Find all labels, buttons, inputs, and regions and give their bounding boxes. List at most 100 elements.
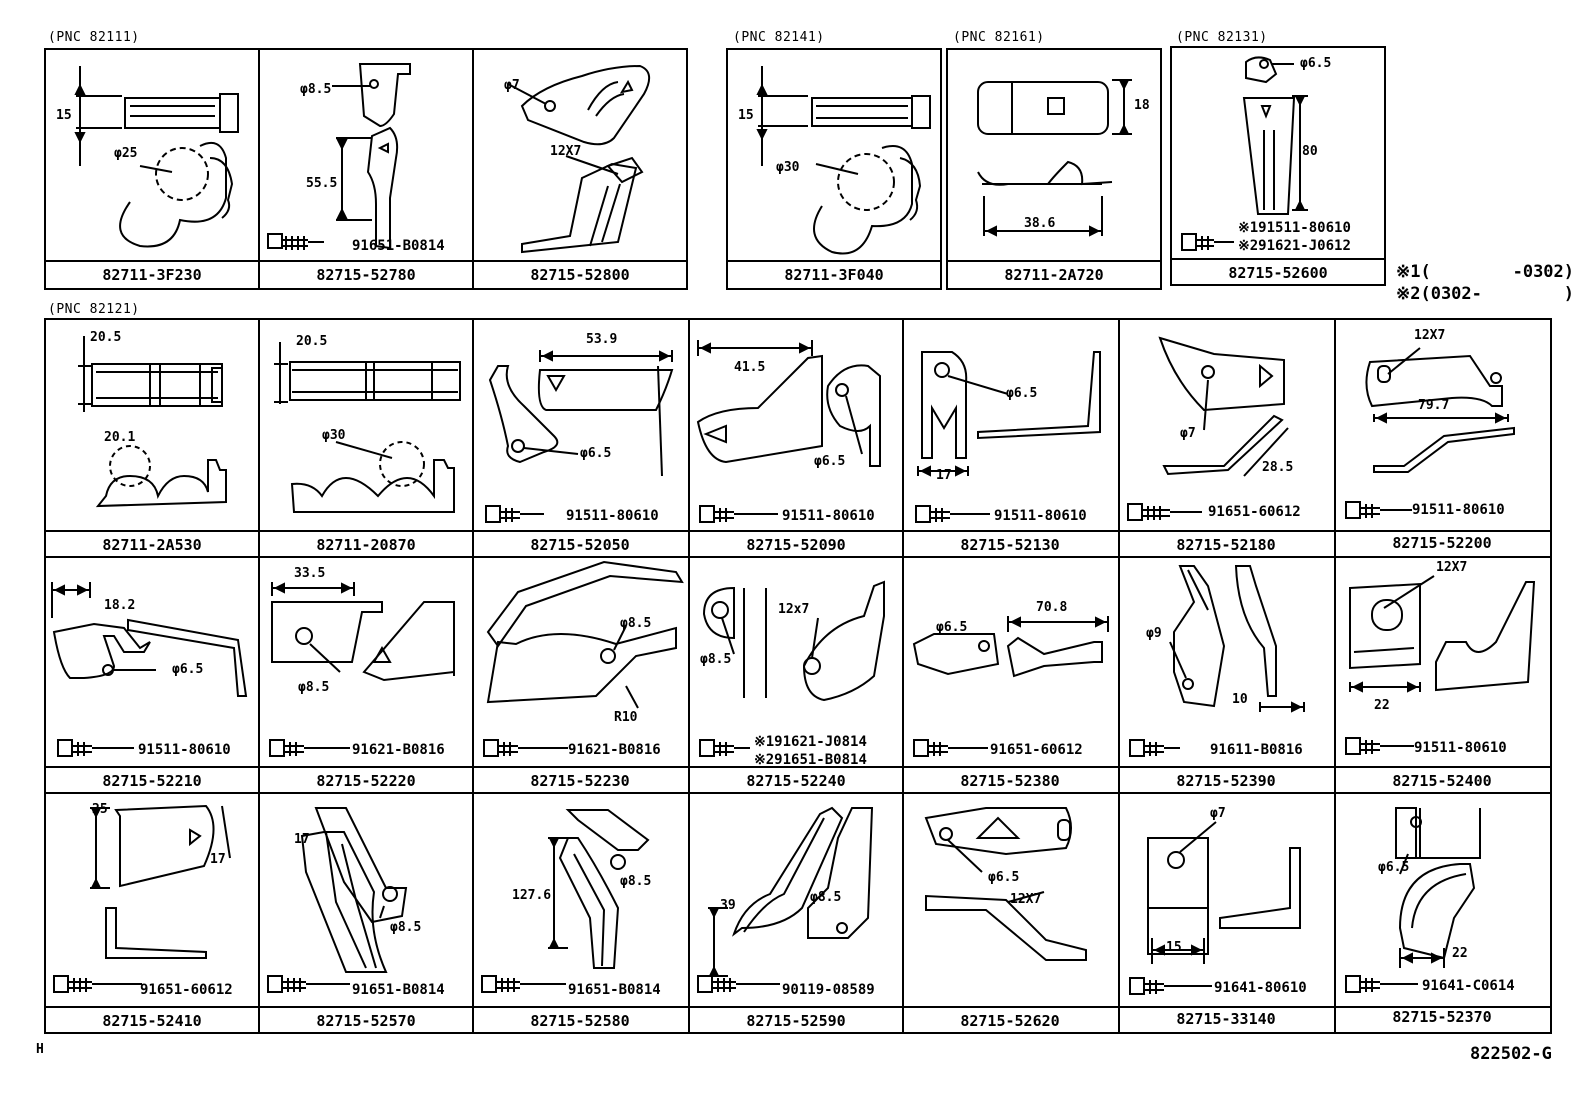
panel-82141	[726, 48, 942, 290]
group-label-82131: (PNC 82131)	[1176, 30, 1268, 45]
dim-label: 12X7	[550, 144, 582, 159]
dim-label: φ6.5	[936, 620, 968, 635]
bracket-drawing	[267, 63, 411, 250]
note-2: ※2(0302- )	[1396, 284, 1575, 304]
dim-label: φ7	[1180, 426, 1196, 441]
part-number: 82711-3F040	[784, 266, 884, 284]
panel-82161	[946, 48, 1162, 290]
part-number: 82711-20870	[316, 536, 416, 554]
bolt-number: ※191621-J0814	[754, 734, 867, 750]
bolt-number: 91641-C0614	[1422, 978, 1515, 994]
part-number: 82715-52210	[102, 772, 202, 790]
bolt-number: 91511-80610	[1412, 502, 1505, 518]
dim-label: φ8.5	[620, 874, 652, 889]
dim-label: 39	[720, 898, 736, 913]
bolt-number: 91611-B0816	[1210, 742, 1303, 758]
part-number: 82715-52220	[316, 772, 416, 790]
bolt-number: 91651-60612	[990, 742, 1083, 758]
bracket-drawing	[915, 351, 1101, 523]
dim-label: 17	[210, 852, 226, 867]
part-number: 82715-52780	[316, 266, 416, 284]
bolt-number: 90119-08589	[782, 982, 875, 998]
bracket-drawing	[53, 804, 231, 993]
bracket-drawing	[267, 807, 408, 993]
bracket-drawing	[1345, 807, 1481, 993]
dim-label: φ6.5	[814, 454, 846, 469]
bracket-drawing	[51, 582, 248, 757]
bracket-drawing	[699, 580, 885, 757]
dim-label: 12X7	[1414, 328, 1446, 343]
bolt-number: 91651-60612	[1208, 504, 1301, 520]
dim-label: 22	[1374, 698, 1390, 713]
bolt-number: ※191511-80610	[1238, 220, 1351, 236]
dim-label: 20.5	[296, 334, 328, 349]
dim-label: 22	[1452, 946, 1468, 961]
part-number: 82715-52800	[530, 266, 630, 284]
dim-label: 15	[1166, 940, 1182, 955]
clamp-drawing	[756, 66, 931, 255]
dim-label: 17	[936, 468, 952, 483]
dim-label: 80	[1302, 144, 1318, 159]
bolt-number: 91621-B0816	[352, 742, 445, 758]
dim-label: 28.5	[1262, 460, 1294, 475]
part-number: 82715-52400	[1392, 772, 1492, 790]
part-number: 82715-52570	[316, 1012, 416, 1030]
bracket-drawing	[1129, 565, 1305, 757]
bracket-drawing	[1181, 56, 1308, 251]
bolt-number: 91511-80610	[138, 742, 231, 758]
bracket-drawing	[507, 64, 651, 254]
part-number: 82715-52180	[1176, 536, 1276, 554]
clip-drawing	[274, 342, 461, 513]
bolt-number: 91651-60612	[140, 982, 233, 998]
part-number: 82715-52380	[960, 772, 1060, 790]
bracket-drawing	[912, 616, 1109, 757]
bracket-drawing	[481, 809, 650, 993]
dim-label: φ30	[776, 160, 800, 175]
group-label-82111: (PNC 82111)	[48, 30, 140, 45]
dim-label: 10	[1232, 692, 1248, 707]
dim-label: 53.9	[586, 332, 618, 347]
dim-label: φ8.5	[300, 82, 332, 97]
bolt-number: 91651-B0814	[568, 982, 661, 998]
dim-label: φ8.5	[298, 680, 330, 695]
note-1: ※1( -0302)	[1396, 262, 1575, 282]
bracket-drawing	[485, 350, 674, 523]
group-label-82141: (PNC 82141)	[733, 30, 825, 45]
dim-label: R10	[614, 710, 638, 725]
part-number: 82715-33140	[1176, 1010, 1276, 1028]
part-number: 82715-52590	[746, 1012, 846, 1030]
dim-label: 12x7	[778, 602, 810, 617]
group-label-82161: (PNC 82161)	[953, 30, 1045, 45]
bolt-number: 91651-B0814	[352, 982, 445, 998]
bolt-number: ※291651-B0814	[754, 752, 867, 768]
dim-label: φ8.5	[810, 890, 842, 905]
dim-label: φ6.5	[1378, 860, 1410, 875]
part-number: 82711-3F230	[102, 266, 202, 284]
bolt-number: 91511-80610	[566, 508, 659, 524]
bracket-drawing	[483, 560, 684, 757]
part-number: 82715-52200	[1392, 534, 1492, 552]
dim-label: φ30	[322, 428, 346, 443]
part-number: 82711-2A720	[1004, 266, 1104, 284]
bracket-drawing	[269, 582, 455, 757]
bracket-drawing	[696, 340, 881, 523]
bracket-drawing	[1345, 347, 1515, 519]
bolt-number: 91651-B0814	[352, 238, 445, 254]
dim-label: φ7	[1210, 806, 1226, 821]
part-number: 82715-52230	[530, 772, 630, 790]
dim-label: φ6.5	[1300, 56, 1332, 71]
panel-82131	[1170, 46, 1386, 286]
dim-label: φ8.5	[390, 920, 422, 935]
part-number: 82715-52090	[746, 536, 846, 554]
part-number: 82715-52600	[1228, 264, 1328, 282]
dim-label: φ6.5	[172, 662, 204, 677]
dim-label: 33.5	[294, 566, 326, 581]
part-number: 82715-52130	[960, 536, 1060, 554]
bracket-drawing	[924, 807, 1087, 961]
bolt-number: 91511-80610	[1414, 740, 1507, 756]
clip-drawing	[78, 336, 227, 508]
part-number: 82715-52410	[102, 1012, 202, 1030]
dim-label: 20.1	[104, 430, 136, 445]
dim-label: φ25	[114, 146, 138, 161]
bracket-drawing	[1345, 575, 1536, 755]
